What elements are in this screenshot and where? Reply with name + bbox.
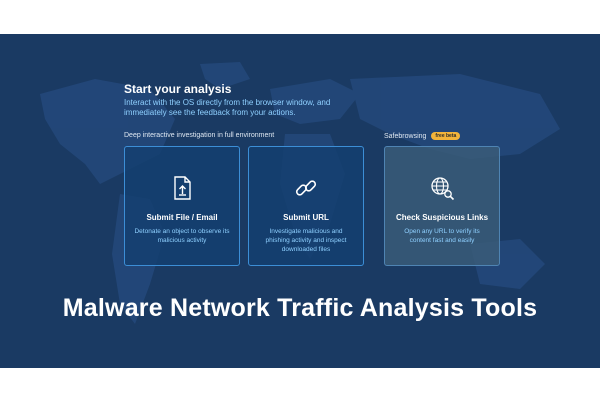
safebrowsing-section-text: Safebrowsing (384, 133, 427, 140)
caption-title: Malware Network Traffic Analysis Tools (62, 294, 538, 322)
file-upload-icon (174, 176, 191, 200)
intro-title: Start your analysis (124, 82, 232, 96)
card-description: Open any URL to verify its content fast … (404, 228, 480, 244)
check-suspicious-links-card[interactable]: Check Suspicious Links Open any URL to v… (384, 146, 500, 266)
safebrowsing-section-label: Safebrowsing free beta (384, 132, 461, 140)
interactive-section-text: Deep interactive investigation in full e… (124, 132, 275, 139)
interactive-section-label: Deep interactive investigation in full e… (124, 132, 274, 139)
globe-search-icon (431, 177, 455, 201)
card-title: Submit URL (283, 213, 329, 222)
card-title: Check Suspicious Links (395, 213, 489, 222)
card-title: Submit File / Email (146, 213, 218, 222)
intro-subtitle: Interact with the OS directly from the b… (124, 98, 331, 117)
card-description: Detonate an object to observe its malici… (134, 228, 230, 244)
link-icon (295, 180, 317, 196)
analysis-panel: Start your analysis Interact with the OS… (0, 34, 600, 368)
submit-file-card[interactable]: Submit File / Email Detonate an object t… (124, 146, 240, 266)
card-description: Investigate malicious and phishing activ… (265, 228, 347, 253)
free-beta-badge: free beta (431, 132, 461, 140)
submit-url-card[interactable]: Submit URL Investigate malicious and phi… (248, 146, 364, 266)
